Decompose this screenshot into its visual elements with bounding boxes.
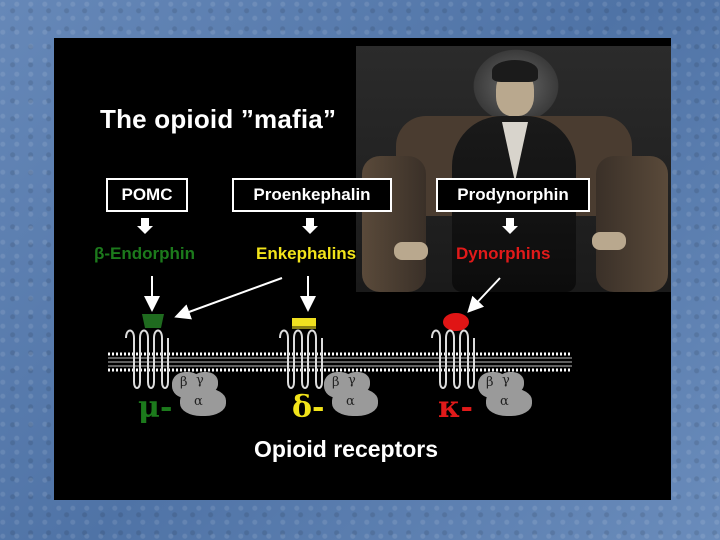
precursor-box-pomc: POMC [106,178,188,212]
g-alpha-label: α [500,394,509,409]
g-gamma-label: γ [348,373,356,388]
figure-hand-right [592,232,626,250]
receptor-diagram [108,218,572,389]
ligand-arrow-dynorphin-kappa [467,277,501,313]
receptor-label-delta: δ- [292,390,325,425]
receptor-label-kappa: κ- [438,390,473,425]
ligand-kappa [443,313,469,331]
receptor-label-mu: μ- [138,390,173,425]
peptide-enkephalins: Enkephalins [256,244,357,263]
peptide-beta-endorphin: β-Endorphin [94,244,196,263]
ligand-mu [142,314,164,328]
slide-canvas: The opioid ”mafia” POMC Proenkephalin Pr… [54,38,671,500]
receptors-caption: Opioid receptors [254,436,439,462]
g-protein-delta: β γ α [324,372,386,416]
g-gamma-label: γ [502,373,510,388]
g-alpha-label: α [194,394,203,409]
figure-hair [492,60,538,82]
g-alpha-label: α [346,394,355,409]
g-beta-label: β [486,375,494,390]
precursor-arrow-proenkephalin [302,218,318,234]
precursor-arrow-pomc [137,218,153,234]
slide-title: The opioid ”mafia” [100,104,337,134]
ligand-arrow-enkephalin-mu [174,277,283,320]
precursor-arrow-prodynorphin [502,218,518,234]
figure-hand-left [394,242,428,260]
g-beta-label: β [332,375,340,390]
precursor-box-prodynorphin: Prodynorphin [436,178,590,212]
precursor-box-proenkephalin: Proenkephalin [232,178,392,212]
g-gamma-label: γ [196,373,204,388]
ligand-delta [292,318,316,329]
chair-arm-right [596,156,668,292]
g-beta-label: β [180,375,188,390]
receptor-delta [279,329,323,389]
g-protein-kappa: β γ α [478,372,540,416]
g-protein-mu: β γ α [172,372,234,416]
receptor-mu [125,329,169,389]
peptide-dynorphins: Dynorphins [456,244,551,263]
receptor-kappa [431,329,475,389]
cell-membrane [108,352,572,372]
